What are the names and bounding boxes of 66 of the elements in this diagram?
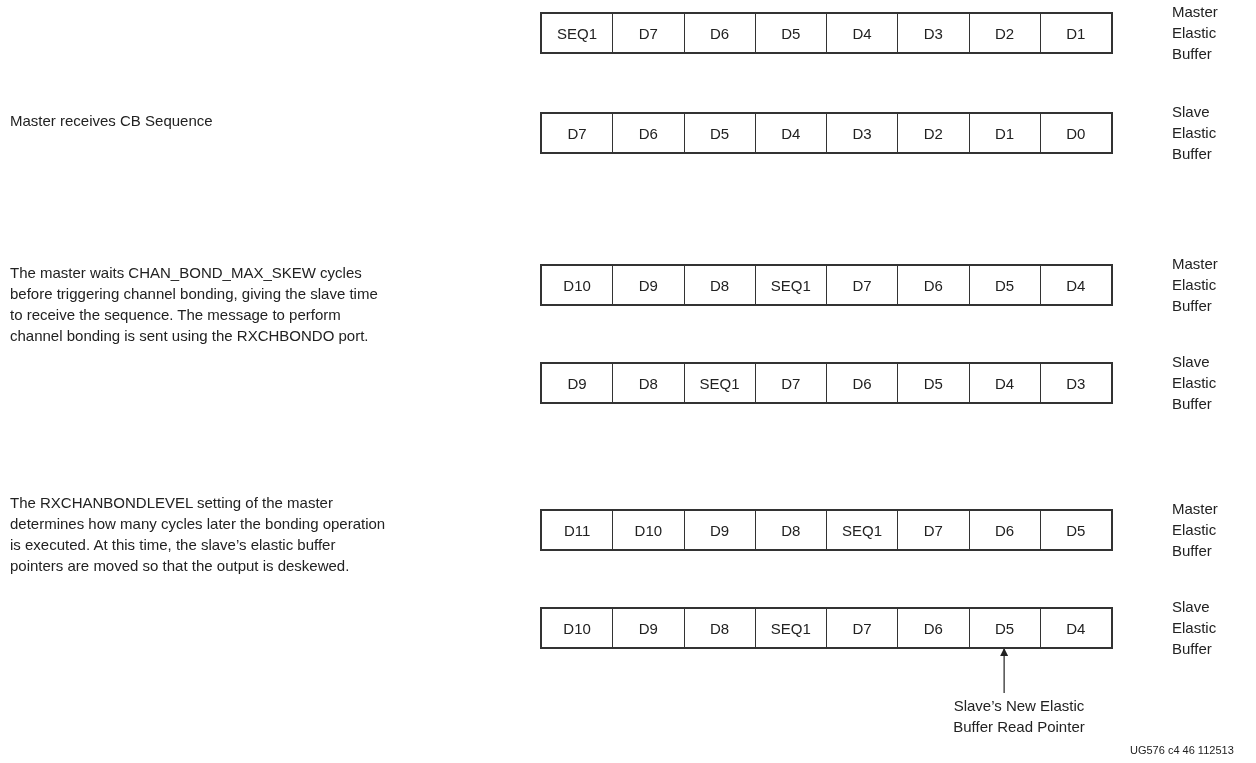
elastic-buffer xyxy=(540,264,1113,306)
buffer-label: Slave Elastic Buffer xyxy=(1172,102,1218,164)
buffer-cell: D7 xyxy=(826,609,898,647)
buffer-cell: D6 xyxy=(897,266,969,304)
buffer-cell: SEQ1 xyxy=(683,364,755,402)
buffer-cell: D5 xyxy=(1039,511,1111,549)
pointer-label: Slave’s New Elastic Buffer Read Pointer xyxy=(939,695,1099,737)
buffer-cell: D6 xyxy=(612,114,684,152)
buffer-cell: D4 xyxy=(1039,609,1111,647)
buffer-cell: D10 xyxy=(612,511,684,549)
buffer-cell: D6 xyxy=(897,609,969,647)
buffer-label: Slave Elastic Buffer xyxy=(1172,352,1218,414)
buffer-cell: D4 xyxy=(968,364,1040,402)
buffer-cell: D3 xyxy=(1039,364,1111,402)
buffer-cell: D7 xyxy=(754,364,826,402)
arrow xyxy=(1000,648,1009,694)
buffer-cell: D9 xyxy=(612,266,684,304)
buffer-cell: D9 xyxy=(683,511,755,549)
elastic-buffer xyxy=(540,509,1113,551)
buffer-cell: D9 xyxy=(612,609,684,647)
buffer-cell: D8 xyxy=(754,511,826,549)
step-description: The RXCHANBONDLEVEL setting of the master determines how many cycles later the bonding operation is executed. At this time, the slave’s elastic buffer pointers are moved so that the output is deskewed. xyxy=(10,493,387,576)
buffer-cell: D4 xyxy=(1039,266,1111,304)
elastic-buffer xyxy=(540,12,1113,54)
buffer-cell: D6 xyxy=(683,14,755,52)
buffer-cell: D0 xyxy=(1039,114,1111,152)
step-description: Master receives CB Sequence xyxy=(10,111,214,131)
buffer-cell: D7 xyxy=(542,114,613,152)
buffer-cell: SEQ1 xyxy=(754,609,826,647)
buffer-cell: SEQ1 xyxy=(826,511,898,549)
buffer-label: Master Elastic Buffer xyxy=(1172,254,1219,316)
elastic-buffer xyxy=(540,607,1113,649)
buffer-cell: D8 xyxy=(683,609,755,647)
buffer-cell: D7 xyxy=(826,266,898,304)
buffer-cell: D2 xyxy=(897,114,969,152)
buffer-cell: D1 xyxy=(968,114,1040,152)
buffer-cell: SEQ1 xyxy=(754,266,826,304)
buffer-cell: D9 xyxy=(542,364,613,402)
buffer-cell: D4 xyxy=(754,114,826,152)
buffer-cell: D6 xyxy=(826,364,898,402)
buffer-cell: D5 xyxy=(897,364,969,402)
buffer-cell: D7 xyxy=(612,14,684,52)
step-description: The master waits CHAN_BOND_MAX_SKEW cycles before triggering channel bonding, giving the slave time to receive the sequence. The message to perform channel bonding is sent using the RXCHBONDO port. xyxy=(10,263,379,346)
buffer-cell: D10 xyxy=(542,266,613,304)
buffer-cell: D11 xyxy=(542,511,613,549)
buffer-cell: D10 xyxy=(542,609,613,647)
buffer-cell: D8 xyxy=(612,364,684,402)
buffer-cell: D5 xyxy=(968,266,1040,304)
buffer-cell: D3 xyxy=(826,114,898,152)
buffer-cell: D3 xyxy=(897,14,969,52)
buffer-label: Slave Elastic Buffer xyxy=(1172,597,1218,659)
buffer-label: Master Elastic Buffer xyxy=(1172,2,1219,64)
buffer-cell: D8 xyxy=(683,266,755,304)
buffer-cell: D5 xyxy=(754,14,826,52)
elastic-buffer xyxy=(540,362,1113,404)
buffer-cell: D6 xyxy=(968,511,1040,549)
figure-id: UG576 c4 46 112513 xyxy=(1130,743,1235,758)
buffer-cell: SEQ1 xyxy=(542,14,613,52)
buffer-cell: D5 xyxy=(683,114,755,152)
buffer-cell: D1 xyxy=(1039,14,1111,52)
buffer-cell: D7 xyxy=(897,511,969,549)
elastic-buffer xyxy=(540,112,1113,154)
buffer-cell: D5 xyxy=(968,609,1040,647)
buffer-cell: D2 xyxy=(968,14,1040,52)
buffer-label: Master Elastic Buffer xyxy=(1172,499,1219,561)
buffer-cell: D4 xyxy=(826,14,898,52)
